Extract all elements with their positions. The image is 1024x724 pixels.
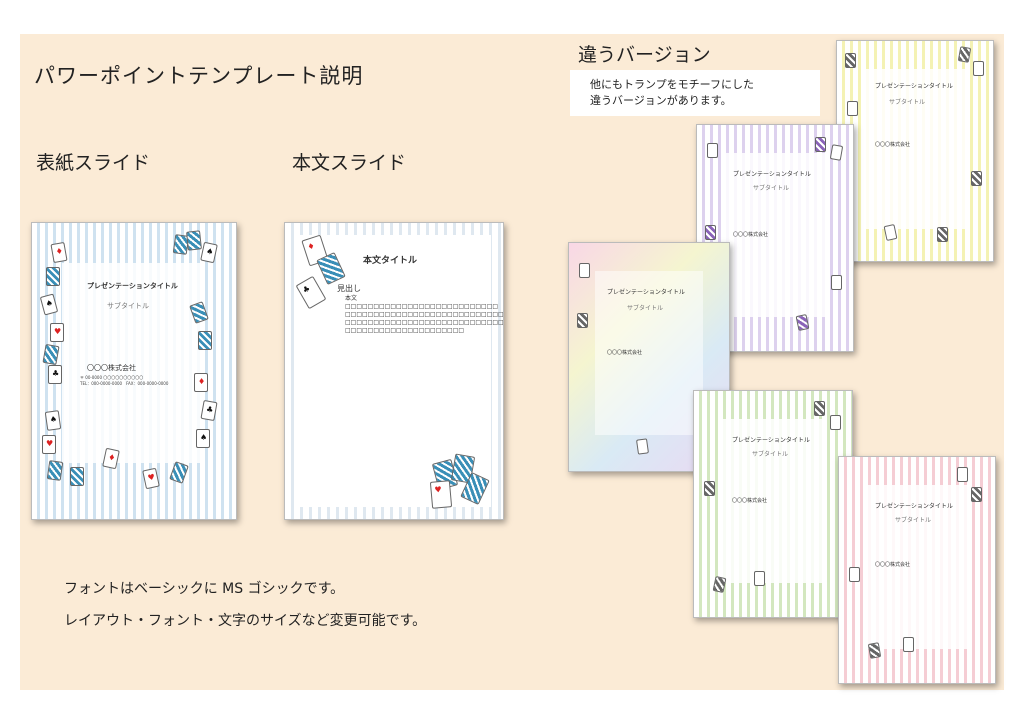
- body-text: 本文□□□□□□□□□□□□□□□□□□□□□□□□□□□ □□□□□□□□□□…: [345, 295, 504, 334]
- body-slide-thumbnail[interactable]: ♦ ♣ 本文タイトル 見出し 本文□□□□□□□□□□□□□□□□□□□□□□□…: [284, 222, 504, 520]
- playing-card: ♠: [196, 429, 210, 448]
- yellow-company: 〇〇〇株式会社: [875, 142, 911, 148]
- cover-tel: TEL：000-0000-0000 FAX：000-0000-0000: [80, 381, 169, 386]
- playing-card: [186, 230, 202, 251]
- body-title: 本文タイトル: [363, 256, 418, 266]
- body-heading: 見出し: [337, 284, 361, 293]
- playing-card: [169, 461, 189, 484]
- playing-card: ♦: [194, 373, 208, 392]
- cover-address: 〒 00-0000 〇〇〇〇〇〇〇〇〇〇: [80, 375, 144, 380]
- playing-card: [815, 137, 826, 152]
- playing-card: [814, 401, 825, 416]
- playing-card: [70, 467, 84, 486]
- cover-company: 〇〇〇株式会社: [87, 364, 136, 372]
- green-title: プレゼンテーションタイトル: [732, 437, 810, 444]
- pastel-company: 〇〇〇株式会社: [607, 350, 643, 356]
- playing-card: [712, 576, 727, 593]
- pastel-version-thumbnail[interactable]: プレゼンテーションタイトル サブタイトル 〇〇〇株式会社: [568, 242, 730, 472]
- playing-card: ♠: [44, 410, 62, 431]
- yellow-content-area: [863, 69, 967, 229]
- versions-note-line1: 他にもトランプをモチーフにした: [590, 78, 755, 91]
- playing-card: [754, 571, 765, 586]
- playing-card: ♥: [42, 435, 56, 454]
- playing-card: ♥: [429, 480, 453, 509]
- pink-title: プレゼンテーションタイトル: [875, 503, 953, 510]
- pastel-subtitle: サブタイトル: [627, 305, 664, 312]
- playing-card: [957, 467, 968, 482]
- playing-card: [46, 267, 60, 286]
- playing-card: [705, 225, 716, 240]
- yellow-title: プレゼンテーションタイトル: [875, 83, 953, 90]
- cover-content-area: [62, 263, 202, 463]
- playing-card: [830, 415, 841, 430]
- playing-card: [971, 487, 982, 502]
- purple-content-area: [723, 153, 827, 317]
- pastel-title: プレゼンテーションタイトル: [607, 289, 685, 296]
- playing-card: [42, 343, 60, 366]
- playing-card: [579, 263, 590, 278]
- playing-card: [847, 101, 858, 116]
- playing-card: [849, 567, 860, 582]
- yellow-version-thumbnail[interactable]: プレゼンテーションタイトル サブタイトル 〇〇〇株式会社: [836, 40, 994, 262]
- purple-title: プレゼンテーションタイトル: [733, 171, 811, 178]
- playing-card: ♦: [50, 241, 68, 264]
- playing-card: [973, 61, 984, 76]
- pink-subtitle: サブタイトル: [895, 517, 932, 524]
- versions-note-line2: 違うバージョンがあります。: [590, 94, 732, 107]
- playing-card: [636, 438, 649, 455]
- playing-card: ♠: [200, 241, 218, 264]
- green-content-area: [720, 419, 826, 583]
- playing-card: [957, 46, 972, 63]
- playing-card: [46, 460, 64, 481]
- cover-slide-thumbnail[interactable]: プレゼンテーションタイトル サブタイトル 〇〇〇株式会社 〒 00-0000 〇…: [31, 222, 237, 520]
- note-line2: レイアウト・フォント・文字のサイズなど変更可能です。: [64, 613, 427, 629]
- pink-company: 〇〇〇株式会社: [875, 562, 911, 568]
- playing-card: ♦: [102, 447, 120, 470]
- playing-card: [577, 313, 588, 328]
- playing-card: [829, 144, 844, 161]
- playing-card: ♠: [39, 293, 59, 316]
- versions-note: 他にもトランプをモチーフにした 違うバージョンがあります。: [570, 70, 820, 116]
- pink-version-thumbnail[interactable]: プレゼンテーションタイトル サブタイトル 〇〇〇株式会社: [838, 456, 996, 684]
- purple-company: 〇〇〇株式会社: [733, 232, 769, 238]
- playing-card: [198, 331, 212, 350]
- playing-card: [971, 171, 982, 186]
- pink-content-area: [865, 485, 969, 649]
- playing-card: ♣: [200, 399, 218, 422]
- green-company: 〇〇〇株式会社: [732, 498, 768, 504]
- green-version-thumbnail[interactable]: プレゼンテーションタイトル サブタイトル 〇〇〇株式会社: [693, 390, 853, 618]
- playing-card: [903, 637, 914, 652]
- cover-title: プレゼンテーションタイトル: [87, 282, 178, 290]
- note-line1: フォントはベーシックに MS ゴシックです。: [64, 581, 345, 597]
- playing-card: [937, 227, 948, 242]
- pastel-content-area: [595, 271, 703, 435]
- purple-subtitle: サブタイトル: [753, 185, 790, 192]
- green-subtitle: サブタイトル: [752, 451, 789, 458]
- playing-card: [831, 275, 842, 290]
- versions-title: 違うバージョン: [578, 44, 711, 66]
- body-slide-label: 本文スライド: [292, 152, 407, 174]
- cover-subtitle: サブタイトル: [107, 302, 149, 310]
- playing-card: [845, 53, 856, 68]
- yellow-subtitle: サブタイトル: [889, 99, 926, 106]
- playing-card: [704, 481, 715, 496]
- playing-card: ♥: [142, 467, 160, 490]
- cover-slide-label: 表紙スライド: [36, 152, 151, 174]
- page-title: パワーポイントテンプレート説明: [34, 64, 364, 88]
- playing-card: [867, 642, 882, 659]
- playing-card: ♥: [50, 323, 64, 342]
- playing-card: [707, 143, 718, 158]
- playing-card: ♣: [48, 365, 62, 384]
